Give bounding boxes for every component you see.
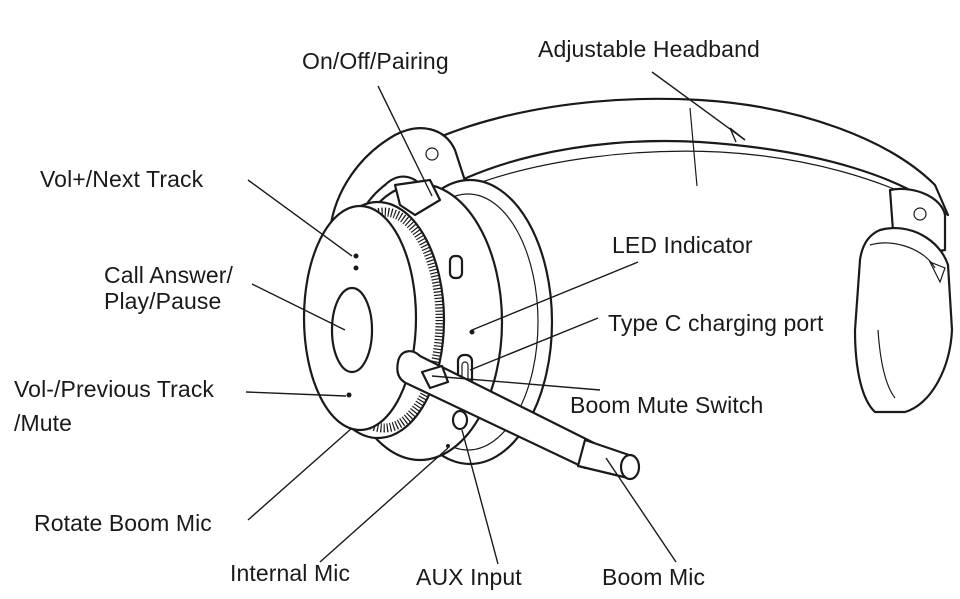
label-on-off-pairing: On/Off/Pairing <box>302 48 449 74</box>
led-indicator <box>469 329 475 335</box>
play-pause-button <box>330 286 374 374</box>
label-internal-mic: Internal Mic <box>230 560 351 586</box>
label-mute: /Mute <box>14 410 73 436</box>
label-vol-minus-previous-track: Vol-/Previous Track <box>14 376 215 402</box>
boom-mute-switch <box>420 364 450 390</box>
power-switch <box>448 254 464 280</box>
label-play-pause: Play/Pause <box>104 288 222 314</box>
label-boom-mute-switch: Boom Mute Switch <box>570 392 764 418</box>
vol-plus-button <box>353 253 359 259</box>
label-call-answer: Call Answer/ <box>104 262 234 288</box>
internal-mic-hole <box>446 444 450 448</box>
aux-port <box>451 409 469 431</box>
leader-lines <box>245 71 746 565</box>
vol-minus-button <box>346 392 352 398</box>
label-rotate-boom-mic: Rotate Boom Mic <box>34 510 212 536</box>
label-boom-mic: Boom Mic <box>602 564 706 590</box>
label-type-c-port: Type C charging port <box>608 310 824 336</box>
label-adjustable-headband: Adjustable Headband <box>538 36 760 62</box>
right-earcup <box>853 227 954 414</box>
label-led-indicator: LED Indicator <box>612 232 753 258</box>
label-vol-plus-next-track: Vol+/Next Track <box>40 166 204 192</box>
label-aux-input: AUX Input <box>416 564 522 590</box>
boom-mic <box>396 350 641 481</box>
left-yoke <box>328 127 470 252</box>
